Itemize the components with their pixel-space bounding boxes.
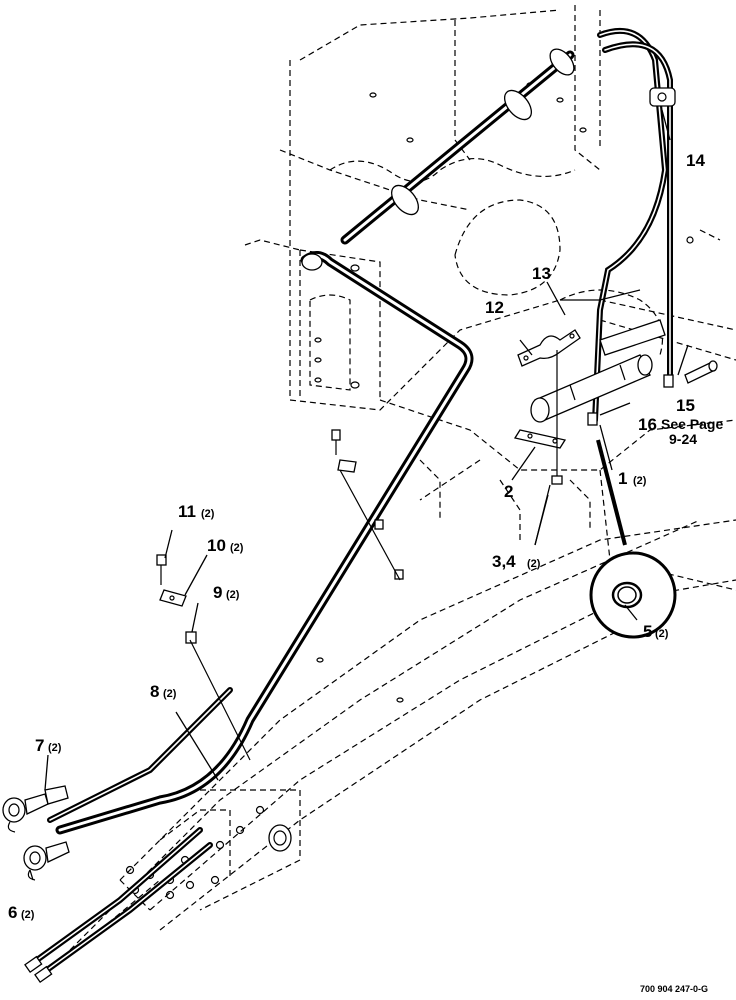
plate-2 [513, 429, 567, 449]
callout-qty: (2) [48, 742, 62, 754]
callout-number: 7 [35, 736, 44, 755]
coupler-6 [23, 841, 70, 881]
callout-number: 13 [532, 264, 551, 283]
callout-number: 11 [178, 502, 196, 521]
callout-qty: (2) [527, 558, 541, 570]
callout-5: 5 (2) [643, 622, 669, 641]
callout-3-4: 3,4 (2) [492, 552, 541, 571]
callout-number: 16 [638, 415, 657, 434]
callout-qty: (2) [655, 628, 669, 640]
see-page-note: See Page [661, 416, 723, 432]
bolt-11 [156, 554, 167, 585]
see-page-number: 9-24 [669, 431, 697, 447]
callout-7: 7 (2) [35, 736, 62, 755]
hose-grommets [301, 48, 575, 271]
callout-number: 3,4 [492, 552, 516, 571]
callout-10: 10 (2) [207, 536, 244, 555]
saddle-clamp-12 [517, 329, 581, 367]
callout-9: 9 (2) [213, 583, 240, 602]
header-plate-holes [125, 805, 292, 900]
o-ring-detail-5 [589, 439, 677, 639]
callout-8: 8 (2) [150, 682, 177, 701]
bolt-3-4 [551, 350, 563, 485]
bracket-10 [159, 589, 187, 607]
callout-qty: (2) [633, 475, 647, 487]
callout-13: 13 [532, 264, 551, 283]
callout-number: 12 [485, 298, 504, 317]
callout-number: 6 [8, 903, 17, 922]
bracket-upper [331, 429, 404, 580]
callout-12: 12 [485, 298, 504, 317]
callout-2: 2 [504, 482, 513, 501]
fitting-1 [587, 374, 674, 426]
callout-number: 14 [686, 151, 705, 170]
right-hoses [592, 28, 673, 423]
callout-number: 5 [643, 622, 652, 641]
clamp-rod [189, 639, 251, 761]
callout-14: 14 [686, 151, 705, 170]
callout-number: 2 [504, 482, 513, 501]
callout-number: 9 [213, 583, 222, 602]
callout-6: 6 (2) [8, 903, 35, 922]
clamp-rod-2 [339, 469, 401, 581]
callout-number: 8 [150, 682, 159, 701]
callout-qty: (2) [163, 688, 177, 700]
coupler-7 [2, 785, 69, 833]
callout-number: 10 [207, 536, 226, 555]
callout-qty: (2) [226, 589, 240, 601]
callout-number: 1 [618, 469, 627, 488]
pin-15 [684, 360, 718, 384]
machine-frame-outline [244, 5, 736, 591]
hose-assembly-8 [47, 50, 575, 835]
callout-qty: (2) [21, 909, 35, 921]
callout-15: 15 [676, 396, 695, 415]
cylinder-16 [530, 319, 666, 423]
plate-13 [560, 289, 641, 301]
callout-number: 15 [676, 396, 695, 415]
callout-qty: (2) [230, 542, 244, 554]
callout-qty: (2) [201, 508, 215, 520]
drawing-code: 700 904 247-0-G [640, 984, 708, 994]
callout-16: 16 See Page 9-24 [638, 415, 723, 447]
hose-clamp-14 [649, 87, 676, 107]
callout-1: 1 (2) [618, 469, 647, 488]
leader-lines [29, 109, 689, 881]
lower-hose-ends [24, 827, 213, 984]
callout-11: 11 (2) [178, 502, 215, 521]
